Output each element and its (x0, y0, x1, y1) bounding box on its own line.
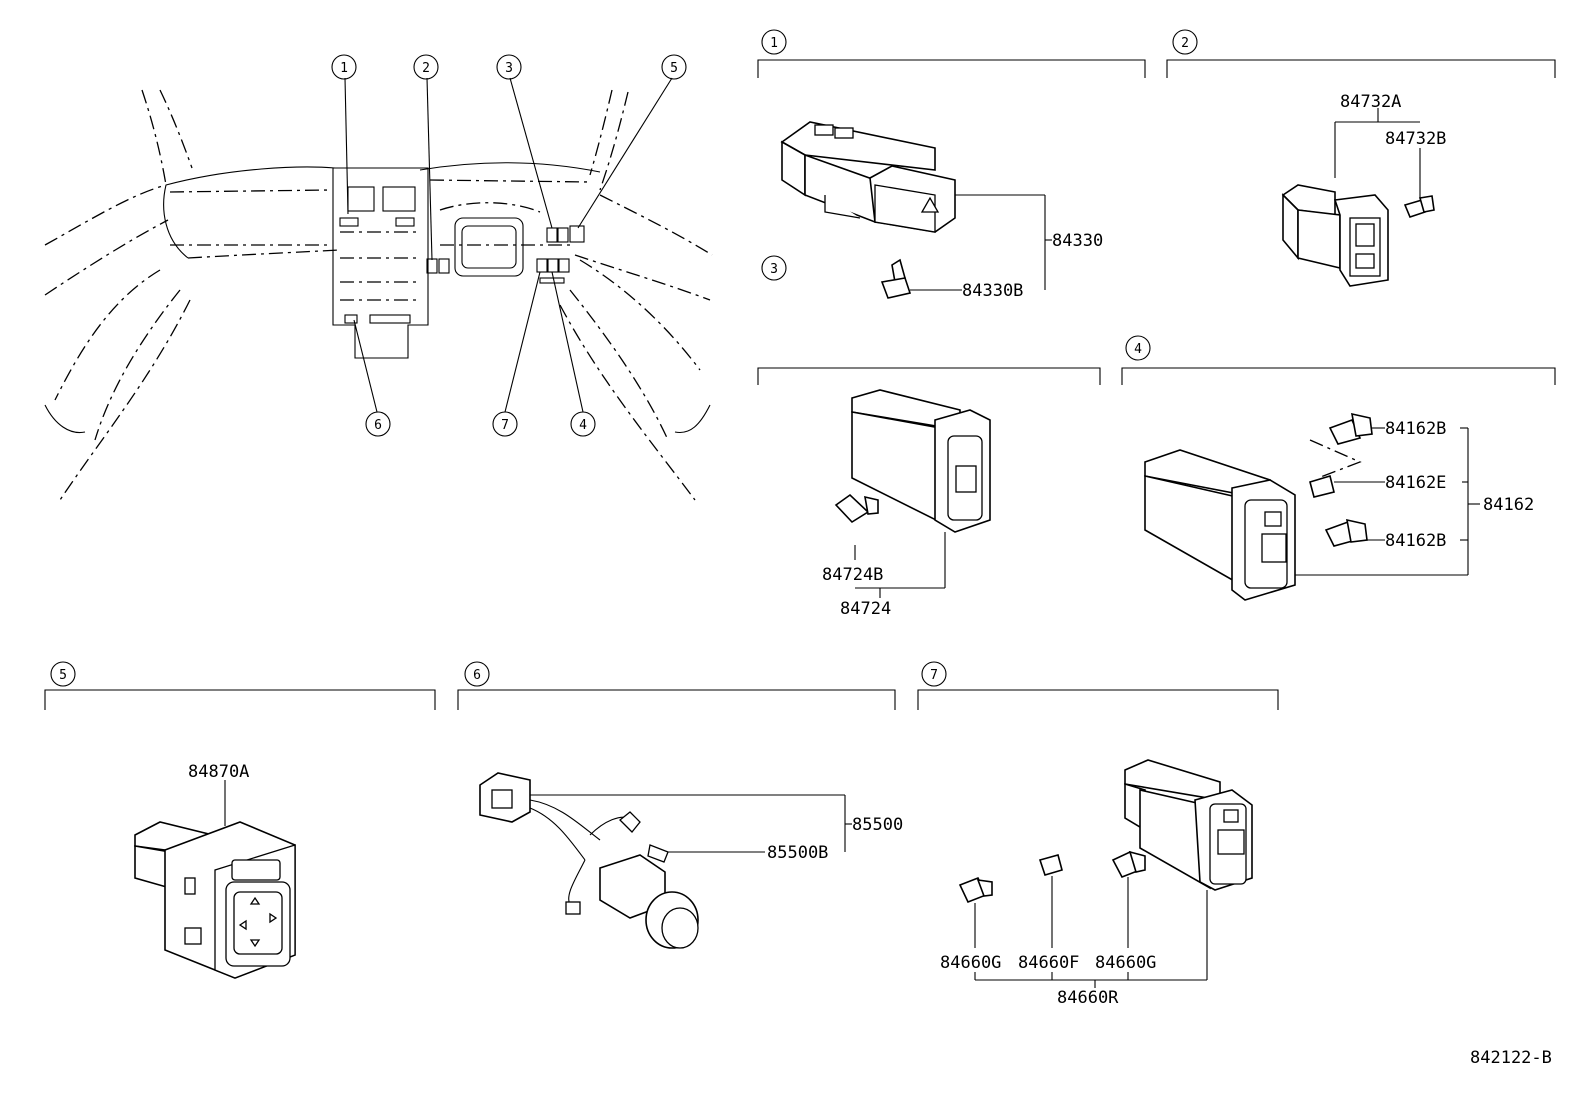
section-1-number: 1 (770, 36, 778, 51)
part-label-84660g-right[interactable]: 84660G (1095, 953, 1156, 973)
part-label-84162b-bottom[interactable]: 84162B (1385, 531, 1446, 551)
section-3-number-circle (761, 255, 787, 281)
svg-text:6: 6 (374, 418, 382, 433)
bulb-84162b-top-drawing (1328, 412, 1373, 445)
section-6: 6 85500 85500B (457, 661, 903, 949)
dashboard-overview (44, 89, 713, 501)
part-label-84870a[interactable]: 84870A (188, 762, 249, 782)
ignition-switch-drawing (479, 772, 699, 949)
svg-text:7: 7 (501, 418, 509, 433)
part-label-85500[interactable]: 85500 (852, 815, 903, 835)
hazard-switch-drawing (780, 121, 956, 233)
seat-heater-switch-drawing (1124, 759, 1253, 891)
section-5: 5 84870A (44, 661, 436, 979)
part-label-84724b[interactable]: 84724B (822, 565, 883, 585)
section-2-number: 2 (1181, 36, 1189, 51)
part-label-84732a[interactable]: 84732A (1340, 92, 1401, 112)
section-1: 1 84330 84330B (757, 29, 1146, 301)
bulb-84330b-drawing (880, 258, 912, 299)
cap-84660f-drawing (1038, 854, 1063, 876)
overview-callout-7[interactable]: 7 (492, 411, 518, 437)
section-7: 7 84660G 84660F (917, 661, 1279, 1008)
part-label-84660g-left[interactable]: 84660G (940, 953, 1001, 973)
section-2: 2 84732A 84732B (1166, 29, 1556, 287)
overview-callout-4[interactable]: 4 (570, 411, 596, 437)
section-5-number: 5 (59, 668, 67, 683)
svg-text:5: 5 (670, 61, 678, 76)
section-6-number-circle (464, 661, 490, 687)
fog-lamp-switch-drawing (1144, 449, 1296, 601)
overview-callouts: 1 2 3 5 6 7 4 (331, 54, 687, 437)
part-label-84660f[interactable]: 84660F (1018, 953, 1079, 973)
part-label-84724[interactable]: 84724 (840, 599, 891, 619)
overview-callout-3[interactable]: 3 (496, 54, 522, 80)
section-4: 4 84162B 84162E (1121, 335, 1556, 601)
part-label-84162e[interactable]: 84162E (1385, 473, 1446, 493)
figure-code: 842122-B (1470, 1048, 1552, 1068)
section-1-number-circle (761, 29, 787, 55)
svg-text:1: 1 (340, 61, 348, 76)
part-label-84162b-top[interactable]: 84162B (1385, 419, 1446, 439)
defogger-switch-drawing (851, 389, 991, 533)
bulb-84162b-bottom-drawing (1324, 518, 1368, 547)
svg-text:4: 4 (579, 418, 587, 433)
section-6-number: 6 (473, 668, 481, 683)
overview-callout-1[interactable]: 1 (331, 54, 357, 80)
bulb-84724b-drawing (834, 493, 879, 524)
mirror-switch-drawing (134, 821, 296, 979)
bulb-84732b-drawing (1403, 195, 1435, 218)
svg-text:2: 2 (422, 61, 430, 76)
section-5-number-circle (50, 661, 76, 687)
bulb-84660g-left-drawing (958, 876, 993, 904)
switch-84732a-drawing (1281, 184, 1389, 287)
section-2-number-circle (1172, 29, 1198, 55)
section-3: 3 84724B 84724 (757, 255, 1101, 619)
part-label-84732b[interactable]: 84732B (1385, 129, 1446, 149)
part-label-84660r[interactable]: 84660R (1057, 988, 1119, 1008)
part-label-84330[interactable]: 84330 (1052, 231, 1103, 251)
section-4-number: 4 (1134, 342, 1142, 357)
part-label-84162[interactable]: 84162 (1483, 495, 1534, 515)
svg-text:3: 3 (505, 61, 513, 76)
cap-84162e-drawing (1309, 474, 1335, 498)
section-4-number-circle (1125, 335, 1151, 361)
part-label-84330b[interactable]: 84330B (962, 281, 1023, 301)
section-7-number-circle (921, 661, 947, 687)
overview-callout-2[interactable]: 2 (413, 54, 439, 80)
overview-callout-5[interactable]: 5 (661, 54, 687, 80)
bulb-84660g-right-drawing (1111, 850, 1146, 879)
section-7-number: 7 (930, 668, 938, 683)
section-3-number: 3 (770, 262, 778, 277)
overview-callout-6[interactable]: 6 (365, 411, 391, 437)
part-label-85500b[interactable]: 85500B (767, 843, 828, 863)
